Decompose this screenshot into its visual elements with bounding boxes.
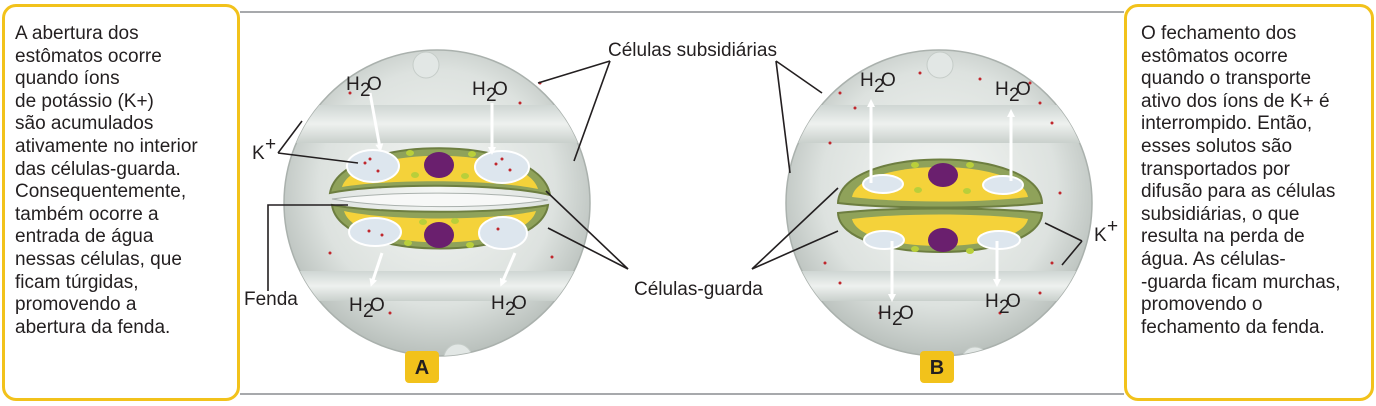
- right-line-8: difusão para as células: [1141, 181, 1336, 203]
- k-charge: +: [1107, 216, 1118, 237]
- k-symbol: K: [1094, 225, 1107, 246]
- left-line-13: promovendo a: [15, 294, 137, 316]
- right-line-11: água. As células-: [1141, 248, 1286, 270]
- right-line-5: interrompido. Então,: [1141, 113, 1313, 135]
- water-sub: 2: [486, 85, 497, 106]
- panel-badge-a: A: [405, 351, 439, 383]
- water-sub: 2: [1009, 85, 1020, 106]
- water-o: O: [899, 303, 914, 324]
- left-line-9: também ocorre a: [15, 203, 159, 225]
- water-h: H: [491, 293, 505, 314]
- label-water-a-upper-right: H 2 O: [472, 79, 508, 106]
- label-water-b-lower-right: H 2 O: [985, 291, 1021, 318]
- left-line-1: A abertura dos: [15, 23, 139, 44]
- label-water-a-lower-right: H 2 O: [491, 293, 527, 320]
- water-sub: 2: [874, 76, 885, 97]
- right-line-1: O fechamento dos: [1141, 23, 1297, 44]
- guard-cell-upper-b: [836, 158, 1044, 209]
- left-line-3: quando íons: [15, 68, 120, 90]
- label-potassium-right: K +: [1094, 216, 1118, 246]
- left-line-4: de potássio (K+): [15, 90, 154, 112]
- right-line-14: fechamento da fenda.: [1141, 316, 1325, 338]
- badge-a-text: A: [415, 357, 429, 379]
- left-line-11: nessas células, que: [15, 248, 182, 270]
- water-h: H: [878, 303, 892, 324]
- water-sub: 2: [999, 297, 1010, 318]
- stomata-diagram-panel: Células subsidiárias Células-guarda Fend…: [240, 11, 1124, 395]
- water-sub: 2: [892, 309, 903, 330]
- water-sub: 2: [360, 80, 371, 101]
- water-h: H: [349, 295, 363, 316]
- right-line-2: estômatos ocorre: [1141, 45, 1288, 67]
- label-subsidiary-cells: Células subsidiárias: [608, 40, 777, 61]
- water-sub: 2: [505, 299, 516, 320]
- left-line-7: das células-guarda.: [15, 158, 181, 180]
- stoma-open-view: [283, 49, 591, 357]
- label-water-b-upper-left: H 2 O: [860, 70, 896, 97]
- label-guard-cells: Células-guarda: [634, 279, 763, 300]
- water-sub: 2: [363, 301, 374, 322]
- water-o: O: [881, 70, 896, 91]
- left-line-8: Consequentemente,: [15, 181, 187, 203]
- right-line-13: promovendo o: [1141, 294, 1263, 316]
- right-line-10: resulta na perda de: [1141, 226, 1305, 248]
- label-water-a-lower-left: H 2 O: [349, 295, 385, 322]
- label-potassium-left: K +: [252, 134, 276, 164]
- stoma-closed-view: [785, 49, 1093, 357]
- water-h: H: [472, 79, 486, 100]
- closing-description-box: O fechamento dos estômatos ocorre quando…: [1124, 4, 1374, 401]
- label-fenda: Fenda: [244, 289, 298, 310]
- water-h: H: [995, 79, 1009, 100]
- left-line-6: ativamente no interior: [15, 135, 198, 157]
- water-o: O: [370, 295, 385, 316]
- leader-lines: [267, 60, 1083, 291]
- left-line-14: abertura da fenda.: [15, 316, 171, 338]
- water-h: H: [985, 291, 999, 312]
- water-o: O: [512, 293, 527, 314]
- panel-badge-b: B: [920, 351, 954, 383]
- k-charge: +: [265, 134, 276, 155]
- water-o: O: [1006, 291, 1021, 312]
- right-line-12: -guarda ficam murchas,: [1141, 271, 1341, 293]
- opening-description-box: A abertura dos estômatos ocorre quando í…: [2, 4, 240, 401]
- water-h: H: [860, 70, 874, 91]
- guard-cell-upper-a: [328, 147, 552, 197]
- water-o: O: [493, 79, 508, 100]
- right-line-7: transportados por: [1141, 158, 1290, 180]
- left-line-10: entrada de água: [15, 226, 154, 248]
- left-line-5: são acumulados: [15, 113, 154, 135]
- label-water-b-upper-right: H 2 O: [995, 79, 1031, 106]
- k-symbol: K: [252, 143, 265, 164]
- water-arrows: [368, 92, 1015, 302]
- label-water-a-upper-left: H 2 O: [346, 74, 382, 101]
- left-line-2: estômatos ocorre: [15, 45, 162, 67]
- label-water-b-lower-left: H 2 O: [878, 303, 914, 330]
- right-line-3: quando o transporte: [1141, 68, 1312, 90]
- stomata-diagram: Células subsidiárias Células-guarda Fend…: [244, 40, 1118, 383]
- right-line-4: ativo dos íons de K+ é: [1141, 90, 1330, 112]
- water-h: H: [346, 74, 360, 95]
- badge-b-text: B: [930, 357, 944, 379]
- right-line-9: subsidiárias, o que: [1141, 203, 1300, 225]
- left-line-12: ficam túrgidas,: [15, 271, 139, 293]
- water-o: O: [1016, 79, 1031, 100]
- guard-cell-lower-b: [836, 207, 1044, 253]
- water-o: O: [367, 74, 382, 95]
- guard-cell-lower-a: [330, 203, 550, 250]
- right-line-6: esses solutos são: [1141, 135, 1293, 157]
